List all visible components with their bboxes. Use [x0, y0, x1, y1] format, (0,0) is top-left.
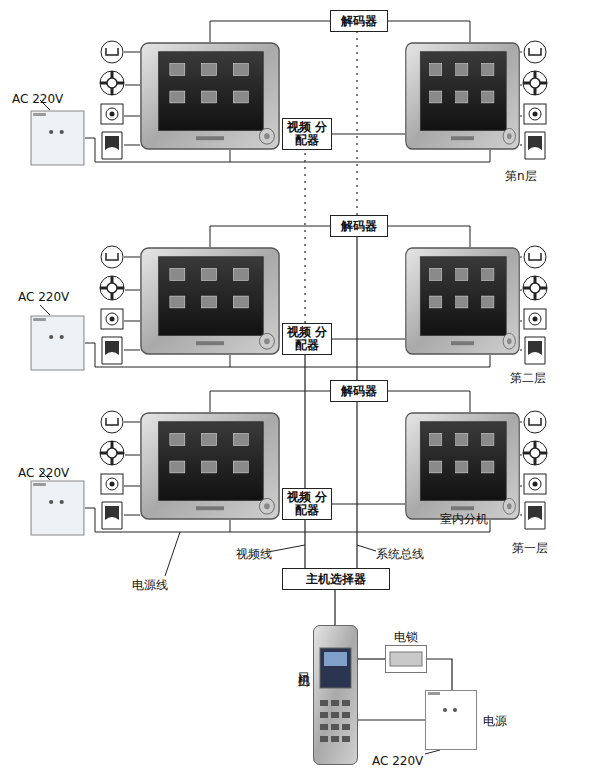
node-label: 电锁 — [394, 629, 418, 646]
wire-connector — [356, 32, 357, 215]
wire-connector — [358, 719, 425, 720]
wire-connector — [358, 658, 385, 659]
node-label: 解码器 — [341, 385, 377, 398]
line-label: 系统总线 — [376, 546, 424, 563]
supply-label: AC 220V — [18, 290, 69, 304]
door-host-unit: 门口主机 — [313, 625, 358, 765]
wire-connector — [356, 237, 357, 380]
supply-label: AC 220V — [12, 92, 63, 106]
wire-connector — [427, 659, 452, 690]
wire-connector — [334, 590, 335, 625]
node-label: 视频 分配器 — [283, 491, 331, 517]
host-selector-box: 主机选择器 — [282, 568, 390, 590]
decoder-box: 解码器 — [330, 215, 388, 237]
node-label: 电源 — [483, 713, 507, 730]
node-label: 解码器 — [341, 15, 377, 28]
power-supply-box: 电源 — [425, 690, 477, 750]
wire-connector — [304, 150, 305, 323]
node-label: 解码器 — [341, 220, 377, 233]
video-distributor-box: 视频 分配器 — [282, 488, 332, 520]
unit-label: 室内分机 — [440, 511, 488, 528]
video-distributor-box: 视频 分配器 — [282, 118, 332, 150]
supply-label: AC 220V — [18, 466, 69, 480]
decoder-box: 解码器 — [330, 380, 388, 402]
node-label: 主机选择器 — [306, 573, 366, 586]
wire-connector — [304, 520, 305, 568]
electric-lock: 电锁 — [385, 645, 427, 673]
node-label: 视频 分配器 — [283, 326, 331, 352]
floor-label: 第一层 — [512, 540, 548, 557]
line-label: 电源线 — [132, 577, 168, 594]
supply-label: AC 220V — [372, 754, 423, 768]
video-distributor-box: 视频 分配器 — [282, 323, 332, 355]
wire-connector — [304, 355, 305, 488]
line-label: 视频线 — [236, 546, 272, 563]
floor-label: 第n层 — [505, 168, 537, 185]
floor-label: 第二层 — [510, 370, 546, 387]
node-label: 视频 分配器 — [283, 121, 331, 147]
wire-connector — [356, 402, 357, 568]
decoder-box: 解码器 — [330, 10, 388, 32]
